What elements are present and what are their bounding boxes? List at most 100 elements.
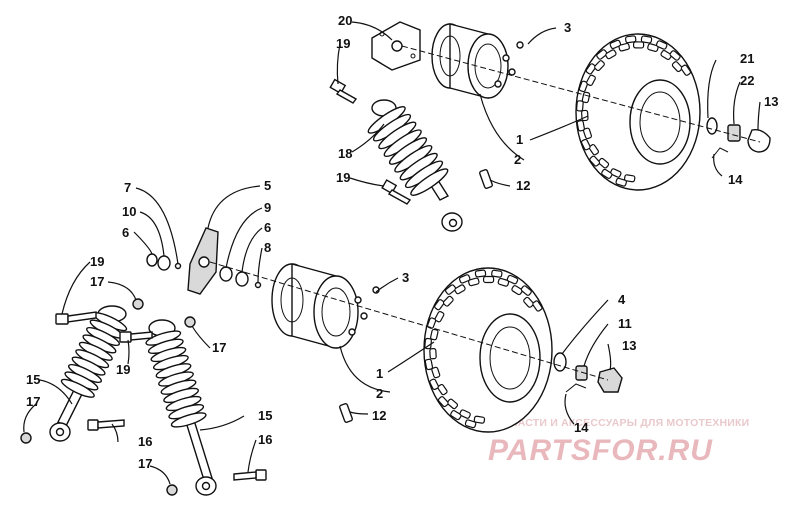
label-17-left-top: 17 bbox=[90, 274, 104, 289]
tread-block bbox=[610, 168, 622, 178]
tread-block bbox=[427, 317, 437, 329]
label-13-lower: 13 bbox=[622, 338, 636, 353]
tread-block bbox=[624, 35, 637, 44]
label-21: 21 bbox=[740, 51, 754, 66]
label-4: 4 bbox=[618, 292, 626, 307]
cotter-pin-upper bbox=[711, 147, 729, 159]
tread-block bbox=[618, 42, 630, 52]
axis-line-lower bbox=[209, 261, 609, 381]
tread-block bbox=[429, 348, 437, 360]
tread-block bbox=[450, 410, 462, 421]
bolt-16-left bbox=[87, 419, 125, 431]
tread-block bbox=[434, 310, 445, 323]
label-5: 5 bbox=[264, 178, 271, 193]
tread-block bbox=[671, 61, 683, 73]
label-1-lower: 1 bbox=[376, 366, 383, 381]
tread-block bbox=[596, 49, 608, 60]
tread-block bbox=[458, 274, 471, 284]
shock-eye-upper bbox=[441, 212, 463, 232]
tread-block bbox=[523, 296, 534, 308]
spring-coil bbox=[170, 412, 207, 428]
tread-block bbox=[430, 328, 439, 341]
label-3-lower: 3 bbox=[402, 270, 409, 285]
tread-block bbox=[598, 157, 610, 169]
label-14-upper: 14 bbox=[728, 172, 743, 187]
label-2-lower: 2 bbox=[376, 386, 383, 401]
shock-eye-right bbox=[195, 476, 217, 496]
tread-block bbox=[446, 398, 459, 410]
tread-upper bbox=[576, 35, 692, 187]
tread-block bbox=[474, 269, 487, 278]
bolt-19-upper-top bbox=[329, 78, 358, 104]
label-17-left-bottom: 17 bbox=[26, 394, 40, 409]
axle-hardware-lower bbox=[553, 352, 623, 393]
label-9: 9 bbox=[264, 200, 271, 215]
label-8: 8 bbox=[264, 240, 271, 255]
label-19-right: 19 bbox=[116, 362, 130, 377]
bracket-plate-upper bbox=[371, 21, 421, 71]
knuckle-lower bbox=[187, 227, 219, 295]
rim-lower bbox=[271, 263, 359, 349]
tread-block bbox=[615, 177, 627, 187]
tread-block bbox=[623, 174, 636, 183]
spring-left bbox=[60, 312, 128, 398]
tread-block bbox=[473, 415, 486, 424]
tread-block bbox=[660, 49, 672, 61]
label-19-upper-top: 19 bbox=[336, 36, 350, 51]
shock-eye-left bbox=[49, 422, 71, 442]
label-10: 10 bbox=[122, 204, 136, 219]
label-6-left: 6 bbox=[122, 225, 129, 240]
tire-upper bbox=[575, 33, 701, 191]
label-22: 22 bbox=[740, 73, 754, 88]
tread-block bbox=[482, 275, 495, 284]
tread-block bbox=[580, 138, 591, 151]
tread-block bbox=[468, 277, 480, 287]
bolt-16-right bbox=[233, 469, 267, 481]
bolt-19-right bbox=[119, 331, 153, 343]
watermark-subtitle: ЗАПЧАСТИ И АКСЕССУАРЫ ДЛЯ МОТОТЕХНИКИ bbox=[488, 417, 749, 429]
tread-block bbox=[655, 40, 668, 50]
label-1-upper: 1 bbox=[516, 132, 523, 147]
tread-block bbox=[594, 60, 605, 72]
tread-block bbox=[464, 419, 477, 429]
label-19-left-top: 19 bbox=[90, 254, 104, 269]
label-17-right-top: 17 bbox=[212, 340, 226, 355]
washers-lower-right bbox=[219, 266, 262, 289]
tread-block bbox=[647, 43, 659, 52]
tread-block bbox=[588, 144, 600, 156]
tread-lower bbox=[424, 269, 543, 429]
tread-block bbox=[601, 168, 613, 179]
tread-block bbox=[532, 300, 543, 312]
watermark-brand: PARTSFOR.RU bbox=[488, 434, 713, 467]
tread-block bbox=[576, 119, 585, 132]
studs-upper bbox=[494, 41, 524, 88]
spring-upper bbox=[367, 106, 449, 196]
label-6-right: 6 bbox=[264, 220, 271, 235]
label-13-upper: 13 bbox=[764, 94, 778, 109]
tread-block bbox=[669, 50, 681, 61]
tread-block bbox=[434, 299, 445, 311]
tread-block bbox=[609, 39, 622, 50]
tread-block bbox=[437, 383, 448, 396]
tread-block bbox=[576, 100, 584, 112]
axis-line-upper bbox=[401, 45, 761, 143]
tread-block bbox=[640, 35, 653, 44]
label-18: 18 bbox=[338, 146, 352, 161]
tread-block bbox=[491, 269, 503, 278]
spring-right bbox=[145, 330, 207, 428]
tread-block bbox=[431, 366, 441, 379]
tread-block bbox=[511, 285, 523, 296]
label-14-lower: 14 bbox=[574, 420, 589, 435]
tread-block bbox=[429, 378, 439, 391]
bolt-19-upper-mid bbox=[381, 179, 412, 205]
tread-block bbox=[581, 91, 591, 104]
tread-block bbox=[442, 295, 454, 307]
nuts-17 bbox=[20, 298, 196, 496]
tread-block bbox=[680, 64, 692, 76]
tread-block bbox=[578, 80, 588, 93]
tread-block bbox=[459, 409, 471, 419]
label-15-right: 15 bbox=[258, 408, 272, 423]
studs-lower bbox=[348, 286, 380, 336]
spacer-12-lower bbox=[339, 403, 353, 423]
